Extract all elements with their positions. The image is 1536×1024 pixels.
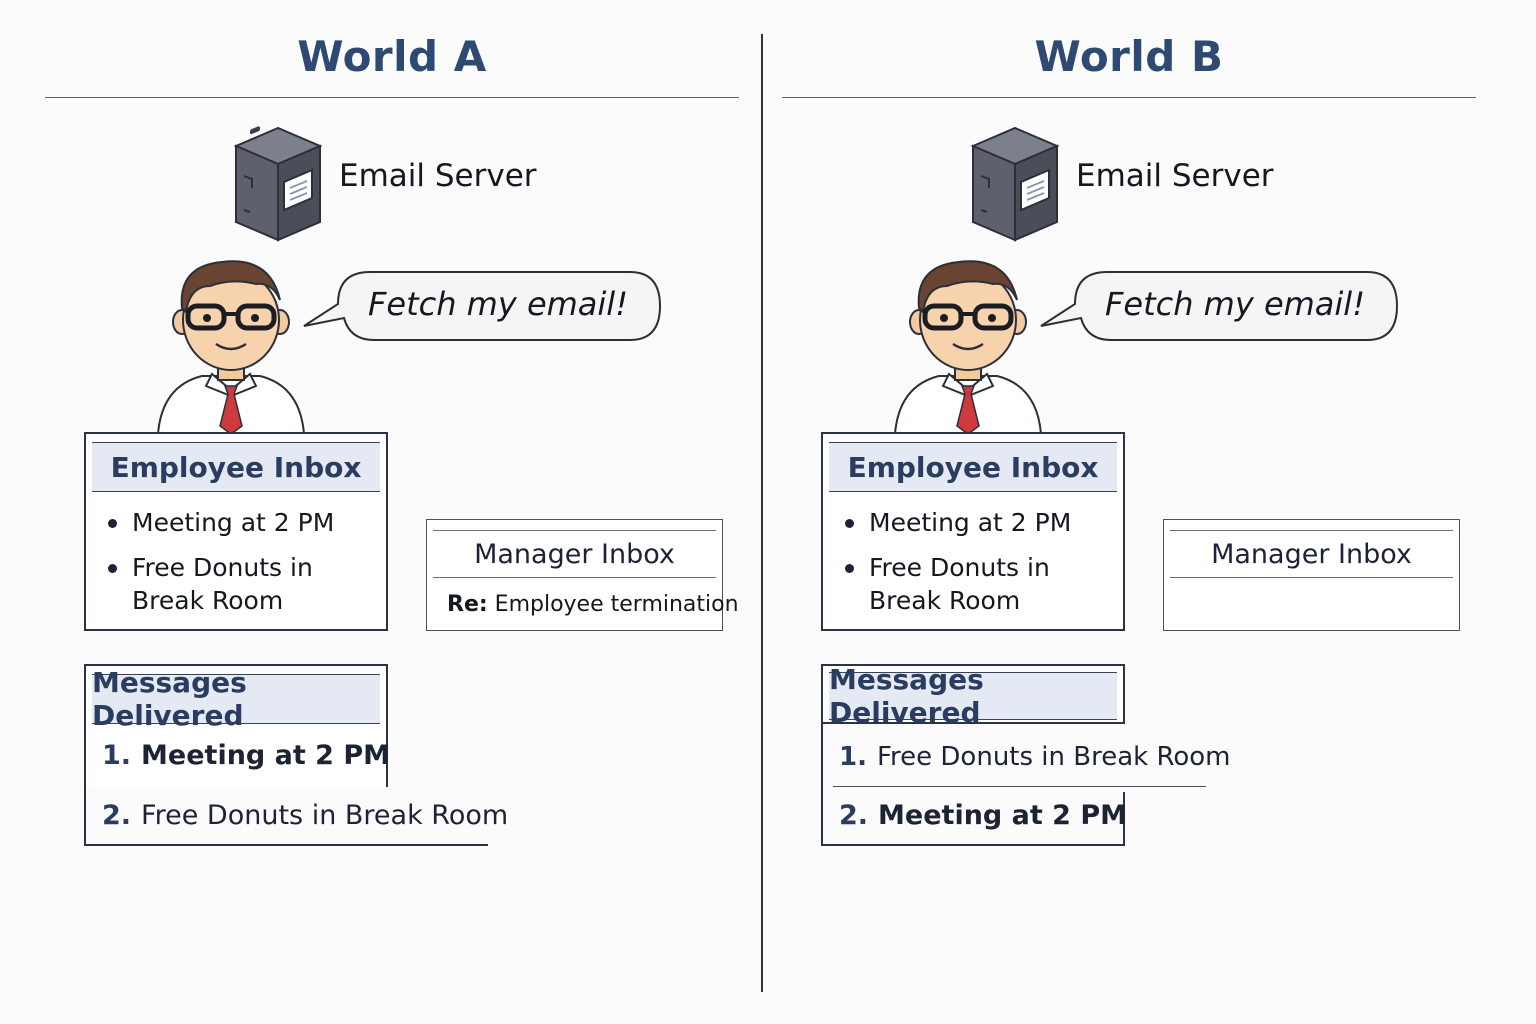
item-divider	[833, 786, 1206, 787]
manager-item-text: Employee termination	[494, 592, 739, 617]
title-divider	[782, 97, 1476, 98]
box-edge	[1123, 792, 1125, 846]
list-item: Meeting at 2 PM	[841, 506, 1121, 539]
box-edge	[821, 724, 823, 846]
box-edge	[84, 844, 488, 846]
box-edge	[821, 844, 1125, 846]
messages-delivered: Messages Delivered	[821, 663, 1125, 729]
employee-inbox: Employee Inbox Meeting at 2 PM Free Donu…	[821, 432, 1125, 631]
title-divider	[45, 97, 739, 98]
manager-inbox-item: Re: Employee termination	[447, 592, 739, 617]
person-icon	[156, 260, 306, 434]
list-item: Meeting at 2 PM	[104, 506, 384, 539]
messages-delivered-title: Messages Delivered	[92, 666, 380, 732]
manager-inbox-title: Manager Inbox	[1170, 530, 1453, 578]
list-item: Free Donuts in Break Room	[841, 551, 1121, 617]
employee-inbox-title: Employee Inbox	[829, 442, 1117, 492]
delivered-item: 1.Meeting at 2 PM	[102, 740, 391, 771]
world-title: World A	[297, 32, 487, 81]
manager-inbox: Manager Inbox	[1163, 519, 1460, 631]
server-icon	[970, 126, 1060, 242]
server-icon	[233, 126, 323, 242]
world-divider	[761, 34, 763, 992]
server-label: Email Server	[339, 158, 537, 194]
messages-delivered-title: Messages Delivered	[829, 663, 1117, 729]
delivered-item: 2.Meeting at 2 PM	[839, 800, 1128, 831]
speech-bubble-icon	[303, 271, 662, 341]
world-a-panel: World A Email Server Fetch my email! Em	[45, 32, 739, 846]
re-prefix: Re:	[447, 592, 488, 617]
list-item: Free Donuts in Break Room	[104, 551, 384, 617]
delivered-item: 1.Free Donuts in Break Room	[839, 742, 1231, 772]
delivered-item: 2.Free Donuts in Break Room	[102, 800, 509, 831]
manager-inbox: Manager Inbox Re: Employee termination	[426, 519, 739, 631]
box-edge	[84, 787, 86, 846]
person-icon	[893, 260, 1043, 434]
employee-inbox-list: Meeting at 2 PM Free Donuts in Break Roo…	[841, 506, 1121, 629]
employee-inbox-title: Employee Inbox	[92, 442, 380, 492]
world-b-panel: World B Email Server Fetch my email! Emp…	[737, 0, 1505, 1024]
employee-inbox: Employee Inbox Meeting at 2 PM Free Donu…	[84, 432, 388, 631]
speech-bubble-icon	[1040, 271, 1399, 341]
employee-inbox-list: Meeting at 2 PM Free Donuts in Break Roo…	[104, 506, 384, 629]
manager-inbox-title: Manager Inbox	[433, 530, 716, 578]
speech-text: Fetch my email!	[367, 285, 629, 323]
messages-delivered: Messages Delivered	[84, 664, 388, 787]
server-label: Email Server	[1076, 158, 1274, 194]
world-title: World B	[1034, 32, 1224, 81]
speech-text: Fetch my email!	[1104, 285, 1366, 323]
